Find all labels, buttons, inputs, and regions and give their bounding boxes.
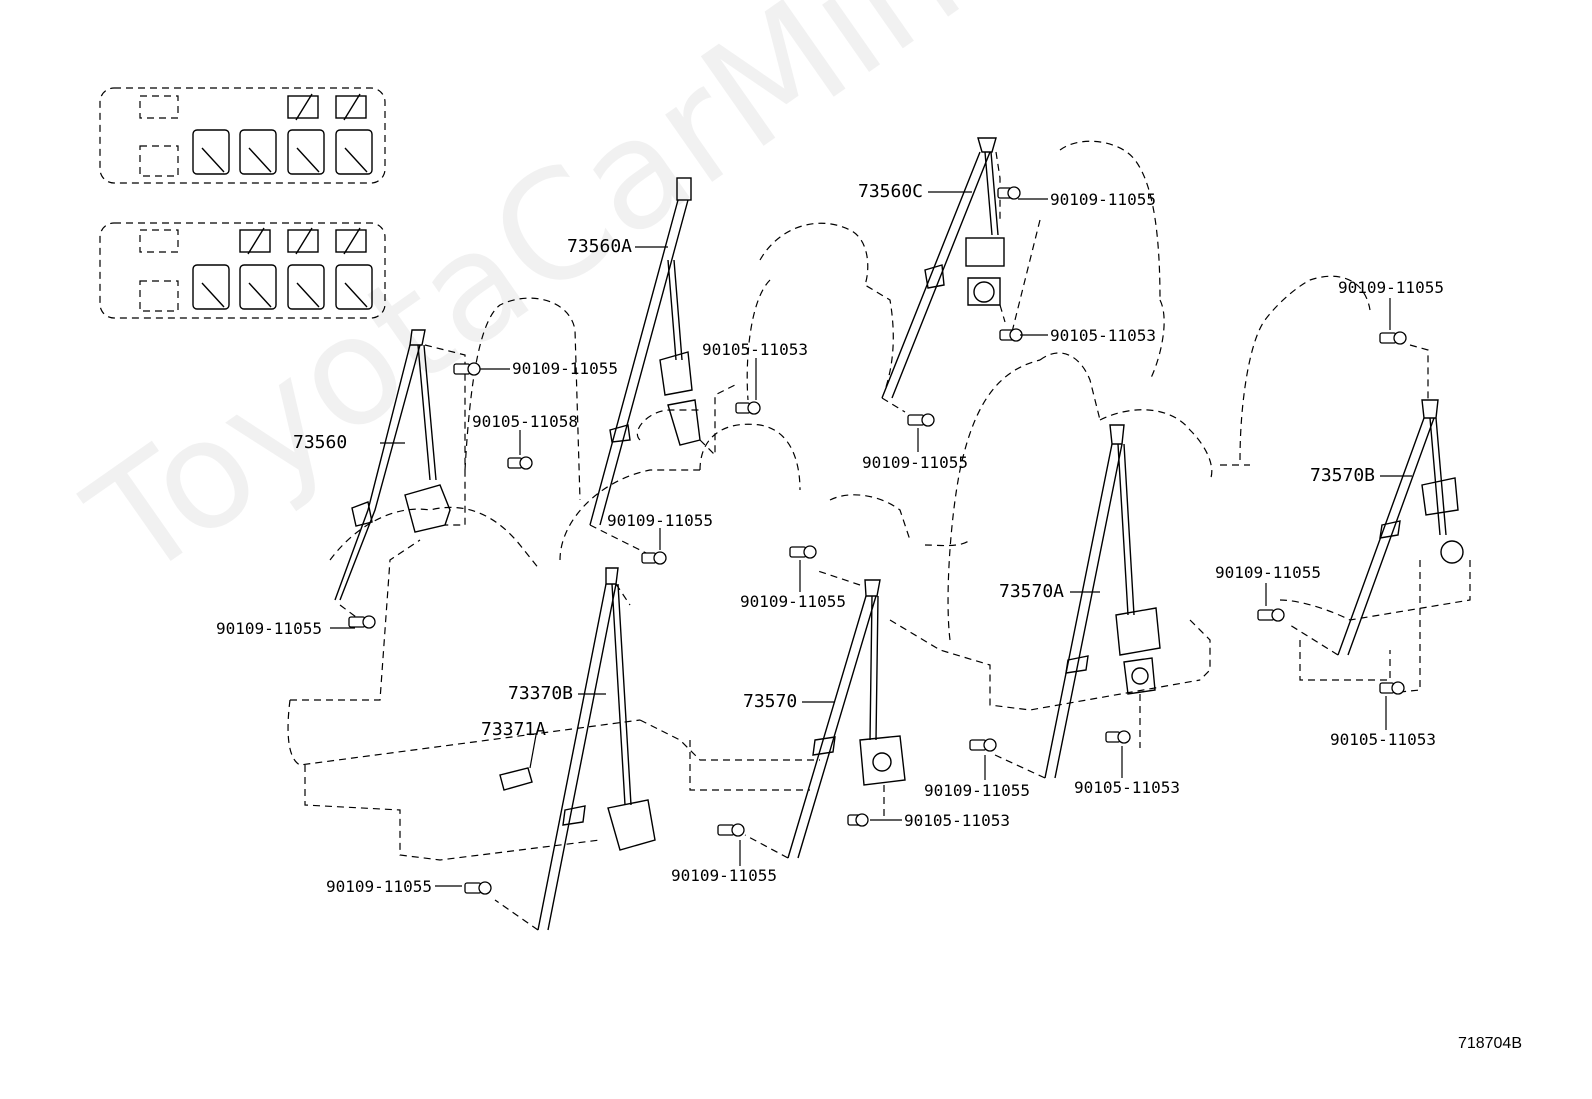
belt-73560 xyxy=(334,329,466,621)
leader-lines xyxy=(330,191,1412,887)
label-bolt-15: 90109-11055 xyxy=(1338,278,1444,297)
label-bolt-5: 90109-11055 xyxy=(862,453,968,472)
belt-73570B xyxy=(1289,344,1464,693)
label-73570A: 73570A xyxy=(999,581,1065,602)
belt-73370B xyxy=(494,567,656,931)
label-73371A: 73371A xyxy=(481,719,547,740)
label-73570B: 73570B xyxy=(1310,465,1376,486)
label-bolt-14: 90105-11053 xyxy=(1074,778,1180,797)
bolts xyxy=(348,186,1407,895)
figure-reference: 718704B xyxy=(1457,1035,1522,1052)
label-73570: 73570 xyxy=(743,691,798,712)
part-73371A xyxy=(499,767,533,791)
label-73560C: 73560C xyxy=(858,181,924,202)
seat-layout-icon-1 xyxy=(99,87,386,184)
belt-73570A xyxy=(994,424,1161,779)
belt-73560C xyxy=(881,137,1006,413)
label-73370B: 73370B xyxy=(508,683,574,704)
label-bolt-1: 90109-11055 xyxy=(512,359,618,378)
label-bolt-10: 90109-11055 xyxy=(326,877,432,896)
label-bolt-12: 90109-11055 xyxy=(671,866,777,885)
label-bolt-9: 90109-11055 xyxy=(740,592,846,611)
label-bolt-11: 90105-11053 xyxy=(904,811,1010,830)
label-bolt-3: 90109-11055 xyxy=(1050,190,1156,209)
seat-layout-icon-2 xyxy=(99,222,386,319)
label-bolt-6: 90109-11055 xyxy=(607,511,713,530)
label-bolt-7: 90105-11053 xyxy=(702,340,808,359)
label-bolt-17: 90109-11055 xyxy=(1215,563,1321,582)
belt-73570 xyxy=(744,569,906,859)
label-bolt-4: 90105-11053 xyxy=(1050,326,1156,345)
seat-outlines xyxy=(287,140,1471,861)
label-bolt-8: 90109-11055 xyxy=(216,619,322,638)
label-bolt-13: 90109-11055 xyxy=(924,781,1030,800)
label-73560: 73560 xyxy=(293,432,348,453)
label-bolt-16: 90105-11053 xyxy=(1330,730,1436,749)
belt-73560A xyxy=(589,177,736,556)
label-bolt-2: 90105-11058 xyxy=(472,412,578,431)
label-73560A: 73560A xyxy=(567,236,633,257)
